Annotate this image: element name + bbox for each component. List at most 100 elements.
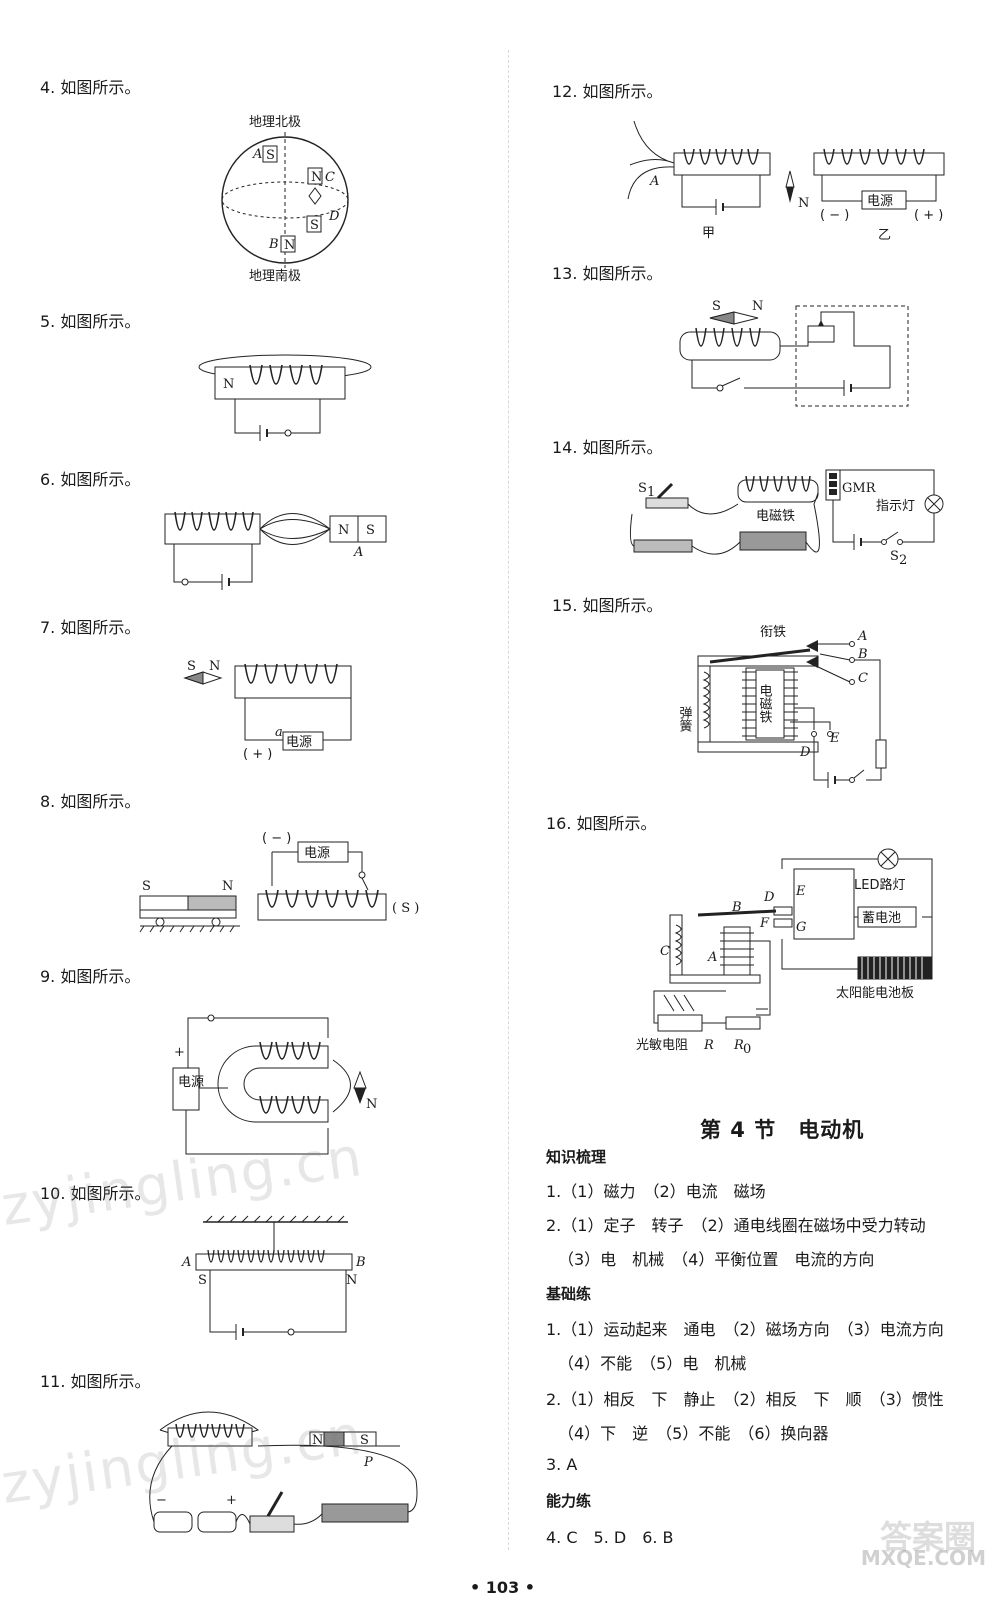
svg-text:A: A xyxy=(353,545,363,560)
svg-text:A: A xyxy=(181,1255,191,1270)
svg-text:0: 0 xyxy=(743,1042,751,1057)
svg-text:N: N xyxy=(222,879,233,894)
svg-text:N: N xyxy=(752,299,763,314)
svg-text:E: E xyxy=(795,884,806,899)
figure-15-relay: 衔铁 弹簧 电磁铁 A B C D E xyxy=(677,625,887,788)
svg-text:电源: 电源 xyxy=(178,1075,204,1090)
figure-6-solenoid-magnet: N S A xyxy=(164,511,387,590)
svg-text:+: + xyxy=(226,1493,237,1508)
question-11: 11. 如图所示。 xyxy=(40,1372,151,1391)
svg-text:LED路灯: LED路灯 xyxy=(854,877,905,893)
svg-text:N: N xyxy=(346,1273,357,1288)
question-14: 14. 如图所示。 xyxy=(552,438,663,457)
svg-text:D: D xyxy=(799,745,811,760)
question-12: 12. 如图所示。 xyxy=(552,82,663,101)
question-16: 16. 如图所示。 xyxy=(546,814,657,833)
svg-text:地理南极: 地理南极 xyxy=(249,268,301,284)
subheading-ability: 能力练 xyxy=(546,1492,592,1510)
answer-b2a: 2.（1）相反 下 静止 （2）相反 下 顺 （3）惯性 xyxy=(546,1390,944,1409)
svg-text:+: + xyxy=(174,1045,185,1060)
svg-text:光敏电阻: 光敏电阻 xyxy=(636,1038,688,1053)
question-9: 9. 如图所示。 xyxy=(40,967,141,986)
figure-4-earth-magnet: 地理北极 A S N C D S B N 地理南极 xyxy=(221,115,349,284)
answer-b3: 3. A xyxy=(546,1455,578,1474)
svg-text:B: B xyxy=(857,647,868,662)
svg-text:N: N xyxy=(366,1097,377,1112)
figure-8-magnet-cart-solenoid: ( − ) 电源 ( S ) S N xyxy=(139,831,419,933)
svg-text:E: E xyxy=(829,731,840,746)
question-10: 10. 如图所示。 xyxy=(40,1184,151,1203)
answer-a4: 4. C 5. D 6. B xyxy=(546,1528,674,1547)
svg-text:S: S xyxy=(638,481,647,496)
svg-text:2: 2 xyxy=(899,553,907,568)
svg-text:N: N xyxy=(223,377,234,392)
svg-text:电磁铁: 电磁铁 xyxy=(757,684,773,723)
watermark-logo: 答案圈 xyxy=(879,1518,976,1556)
svg-text:−: − xyxy=(156,1493,167,1508)
svg-text:衔铁: 衔铁 xyxy=(760,625,786,640)
svg-text:( + ): ( + ) xyxy=(914,208,943,223)
answer-k2b: （3）电 机械 （4）平衡位置 电流的方向 xyxy=(558,1250,875,1269)
svg-text:B: B xyxy=(268,237,279,252)
svg-text:S: S xyxy=(142,879,151,894)
svg-text:A: A xyxy=(707,950,717,965)
svg-text:N: N xyxy=(798,196,809,211)
answer-k1: 1.（1）磁力 （2）电流 磁场 xyxy=(546,1182,766,1201)
svg-text:N: N xyxy=(284,238,295,253)
svg-text:( − ): ( − ) xyxy=(820,208,849,223)
question-13: 13. 如图所示。 xyxy=(552,264,663,283)
svg-text:( + ): ( + ) xyxy=(243,747,272,762)
svg-text:S: S xyxy=(712,299,721,314)
answer-b2b: （4）下 逆 （5）不能 （6）换向器 xyxy=(558,1424,829,1443)
svg-text:S: S xyxy=(366,523,375,538)
svg-text:S: S xyxy=(187,659,196,674)
svg-text:乙: 乙 xyxy=(878,228,891,243)
question-5: 5. 如图所示。 xyxy=(40,312,141,331)
svg-text:P: P xyxy=(363,1455,373,1470)
answer-b1a: 1.（1）运动起来 通电 （2）磁场方向 （3）电流方向 xyxy=(546,1320,944,1339)
svg-text:( S ): ( S ) xyxy=(392,901,419,916)
svg-text:S: S xyxy=(266,148,275,163)
page-number: • 103 • xyxy=(470,1578,535,1597)
svg-text:a: a xyxy=(275,725,283,740)
svg-text:S: S xyxy=(198,1273,207,1288)
svg-text:D: D xyxy=(763,890,775,905)
svg-text:C: C xyxy=(660,944,670,959)
svg-text:GMR: GMR xyxy=(842,481,877,496)
svg-text:电源: 电源 xyxy=(286,735,312,750)
svg-text:F: F xyxy=(759,916,770,931)
svg-text:蓄电池: 蓄电池 xyxy=(862,911,901,926)
svg-text:A: A xyxy=(252,147,262,162)
question-8: 8. 如图所示。 xyxy=(40,792,141,811)
svg-text:S: S xyxy=(310,218,319,233)
watermark-url: MXQE.COM xyxy=(860,1546,986,1570)
subheading-knowledge: 知识梳理 xyxy=(546,1148,607,1166)
svg-text:N: N xyxy=(338,523,349,538)
svg-text:N: N xyxy=(311,170,322,185)
svg-text:C: C xyxy=(325,170,335,185)
svg-text:电源: 电源 xyxy=(867,194,893,209)
svg-text:电源: 电源 xyxy=(304,846,330,861)
svg-text:N: N xyxy=(209,659,220,674)
figure-9-u-magnet: + 电源 N xyxy=(172,1014,377,1155)
svg-text:指示灯: 指示灯 xyxy=(876,499,915,514)
question-7: 7. 如图所示。 xyxy=(40,618,141,637)
figure-5-solenoid: N xyxy=(198,354,372,441)
svg-text:( − ): ( − ) xyxy=(262,831,291,846)
svg-text:太阳能电池板: 太阳能电池板 xyxy=(836,986,914,1001)
question-15: 15. 如图所示。 xyxy=(552,596,663,615)
svg-text:R: R xyxy=(733,1038,744,1053)
svg-text:B: B xyxy=(731,900,742,915)
answer-b1b: （4）不能 （5）电 机械 xyxy=(558,1354,747,1373)
svg-text:G: G xyxy=(796,920,806,935)
svg-text:地理北极: 地理北极 xyxy=(249,115,301,130)
subheading-basic: 基础练 xyxy=(546,1285,592,1303)
figure-12-two-solenoids: A 甲 N 电源 ( − )( + ) 乙 xyxy=(627,120,945,243)
svg-text:S: S xyxy=(360,1433,369,1448)
svg-text:C: C xyxy=(858,671,868,686)
